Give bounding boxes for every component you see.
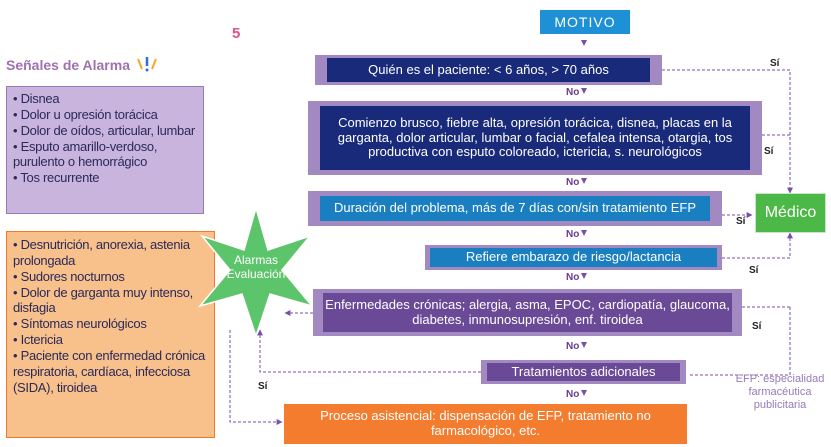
alarm-evaluation-star <box>197 206 315 338</box>
step-duration-text: Duración del problema, más de 7 días con… <box>320 196 710 221</box>
step-patient-text: Quién es el paciente: < 6 años, > 70 año… <box>327 58 650 82</box>
star-label-line-2: Evaluación <box>226 266 286 281</box>
si-label: Sí <box>770 58 780 69</box>
no-label: No <box>566 341 580 352</box>
alarm-signs-box-1: • Disnea • Dolor u opresión torácica • D… <box>6 86 204 214</box>
step-process-box: Proceso asistencial: dispensación de EFP… <box>284 404 687 444</box>
step-pregnancy-box: Refiere embarazo de riesgo/lactancia <box>425 245 722 270</box>
si-label: Sí <box>749 265 759 276</box>
star-label: Alarmas Evaluación <box>214 253 298 282</box>
si-label: Sí <box>764 146 774 157</box>
alarm-item: • Síntomas neurológicos <box>13 316 147 332</box>
motivo-box: MOTIVO <box>540 10 630 34</box>
no-label: No <box>566 272 580 283</box>
alarm-item: • Esputo amarillo-verdoso, purulento o h… <box>13 138 158 170</box>
si-label: Sí <box>752 321 762 332</box>
alarm-signs-box-2: • Desnutrición, anorexia, astenia prolon… <box>6 231 215 438</box>
alarm-section-title: Señales de Alarma <box>6 56 158 73</box>
alarm-item: • Tos recurrente <box>13 170 100 186</box>
step-treatments-text: Tratamientos adicionales <box>487 363 680 381</box>
step-symptoms-text: Comienzo brusco, fiebre alta, opresión t… <box>320 106 750 170</box>
step-symptoms-box: Comienzo brusco, fiebre alta, opresión t… <box>308 101 762 175</box>
step-patient-box: Quién es el paciente: < 6 años, > 70 año… <box>315 55 662 85</box>
si-label: Sí <box>736 216 746 227</box>
no-label: No <box>566 229 580 240</box>
step-pregnancy-text: Refiere embarazo de riesgo/lactancia <box>430 248 717 267</box>
no-label: No <box>566 389 580 400</box>
alarm-item: • Sudores nocturnos <box>13 268 125 284</box>
step-chronic-box: Enfermedades crónicas; alergia, asma, EP… <box>313 289 742 336</box>
alarm-signal-icon <box>136 57 157 72</box>
efp-footnote: EFP: especialidad farmacéutica publicita… <box>735 373 825 412</box>
alarm-item: • Ictericia <box>13 332 63 348</box>
si-label: Sí <box>258 381 268 392</box>
step-chronic-text: Enfermedades crónicas; alergia, asma, EP… <box>323 293 732 332</box>
alarm-item: • Paciente con enfermedad crónica respir… <box>13 348 205 395</box>
no-label: No <box>566 177 580 188</box>
alarm-item: • Disnea <box>13 91 60 106</box>
alarm-title-text: Señales de Alarma <box>6 57 130 73</box>
alarm-item: • Dolor de oídos, articular, lumbar <box>13 122 195 138</box>
alarm-item: • Desnutrición, anorexia, astenia prolon… <box>13 237 190 268</box>
alarm-item: • Dolor de garganta muy intenso, disfagi… <box>13 284 193 316</box>
alarm-item: • Dolor u opresión torácica <box>13 106 158 122</box>
step-process-text: Proceso asistencial: dispensación de EFP… <box>320 408 651 438</box>
star-label-line-1: Alarmas <box>233 253 278 267</box>
step-treatments-box: Tratamientos adicionales <box>481 360 686 384</box>
medico-box: Médico <box>755 193 826 233</box>
page-number: 5 <box>232 25 241 42</box>
no-label: No <box>566 87 580 98</box>
step-duration-box: Duración del problema, más de 7 días con… <box>308 191 722 226</box>
